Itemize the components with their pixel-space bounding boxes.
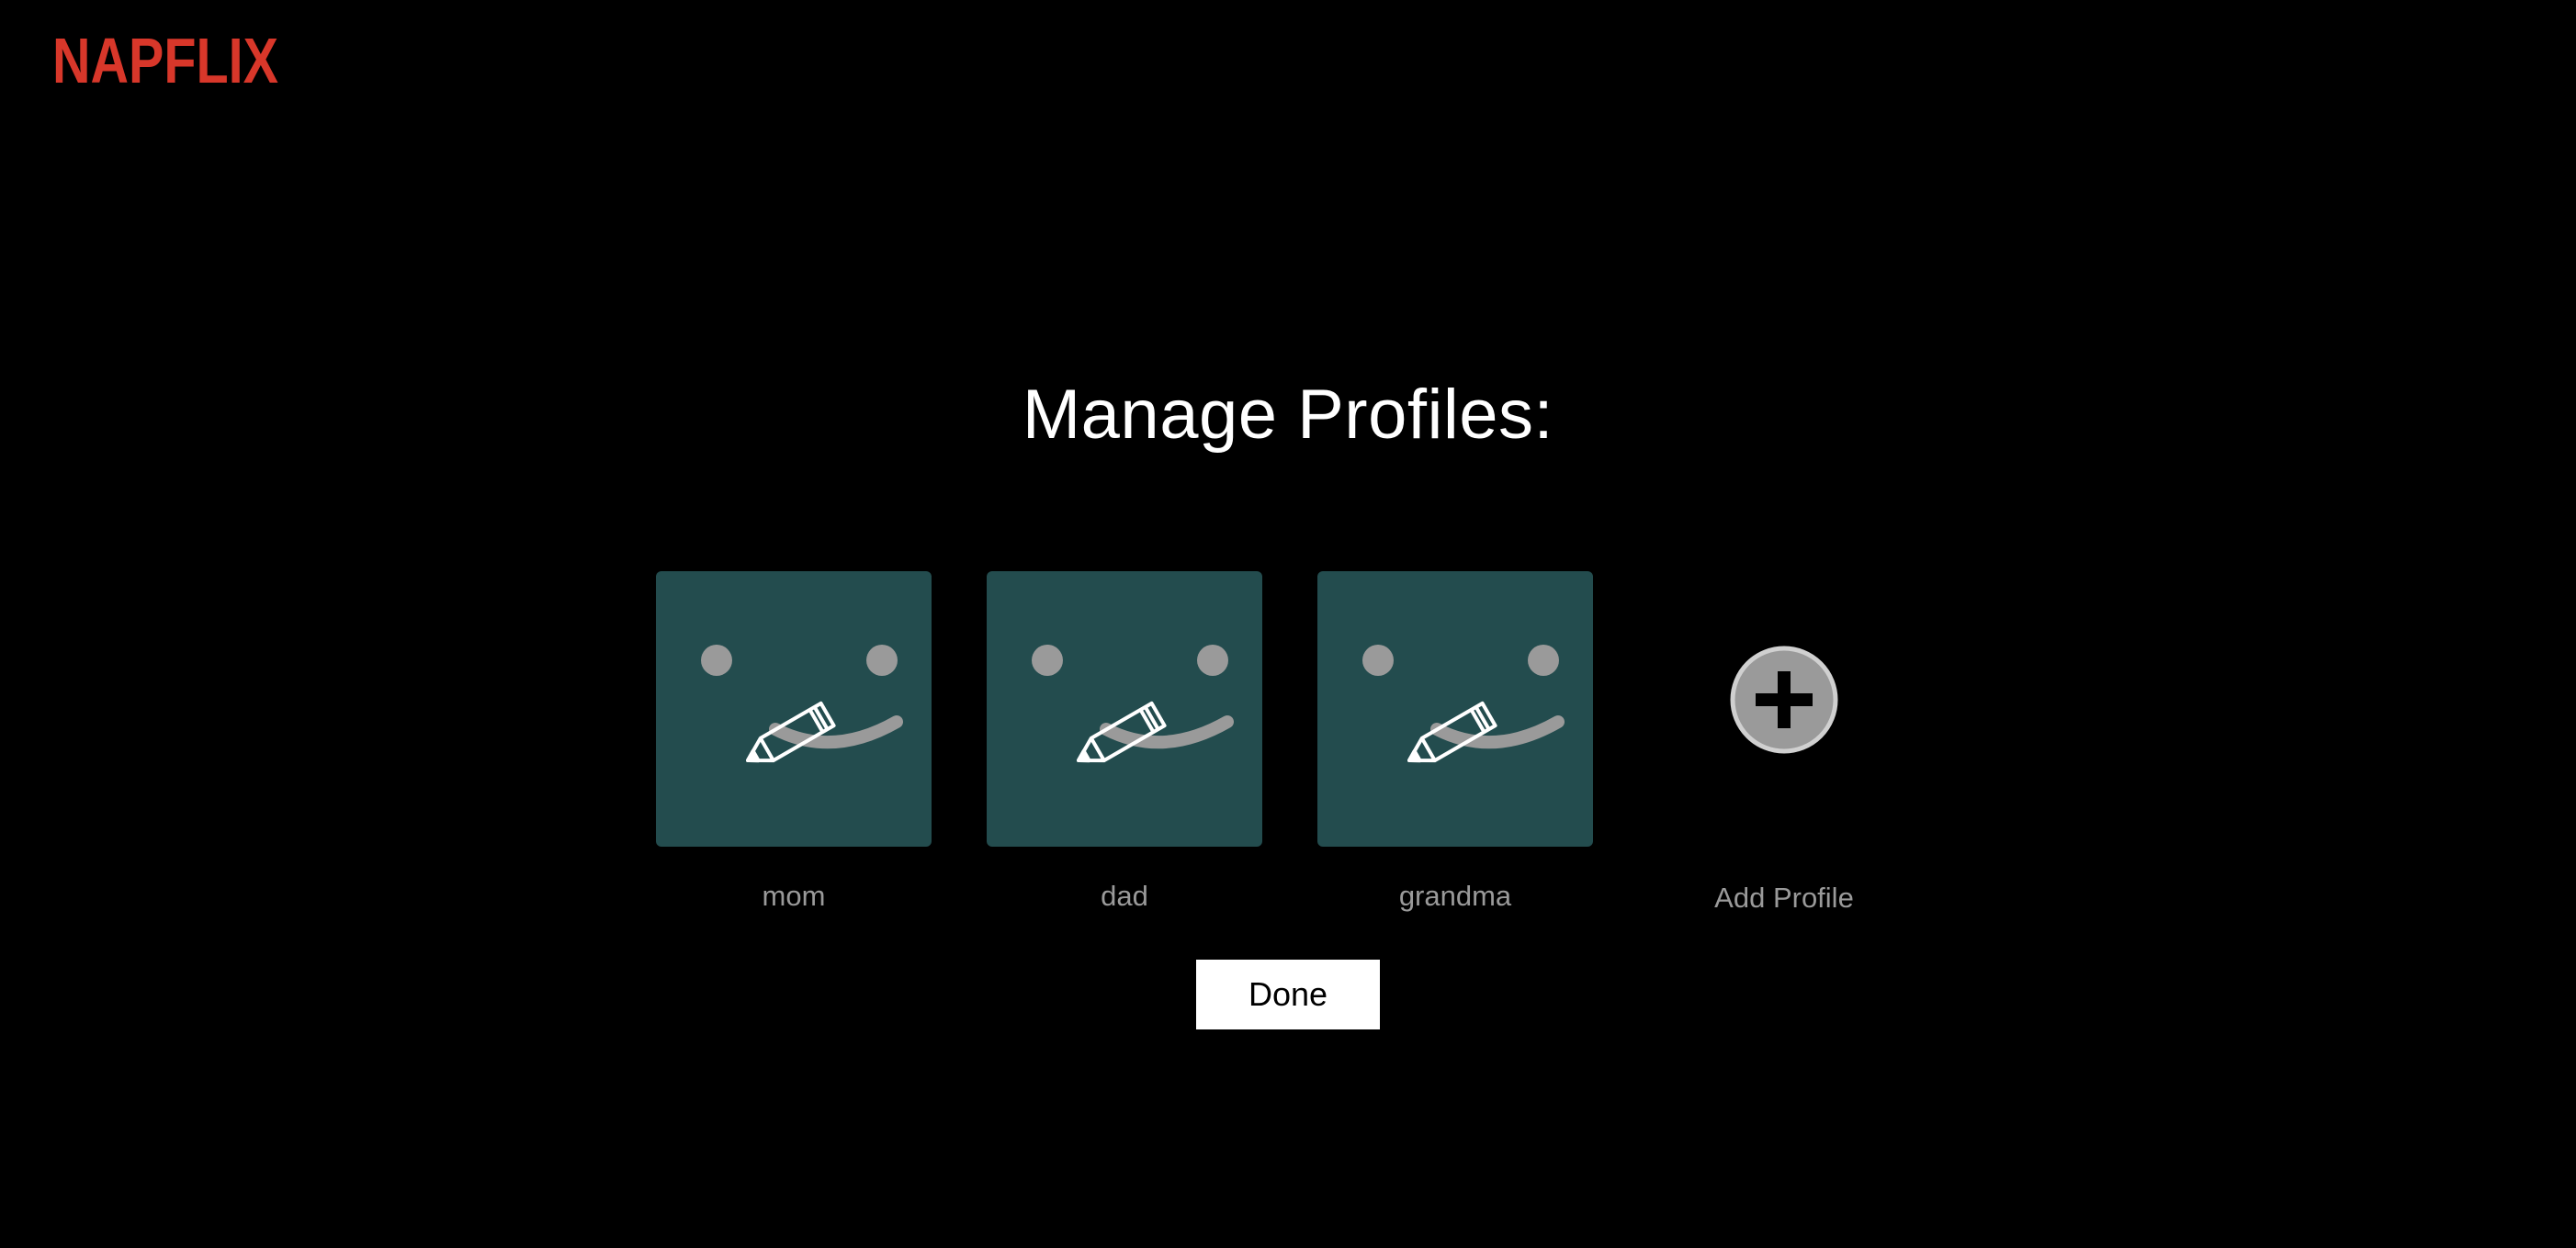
- profile-card-mom[interactable]: mom: [656, 571, 932, 915]
- logo-text: NAPFLIX: [52, 25, 278, 96]
- smiley-face-icon: [701, 645, 903, 763]
- smiley-face-icon: [1032, 645, 1234, 763]
- add-profile-button[interactable]: Add Profile: [1646, 571, 1922, 916]
- avatar[interactable]: [1317, 571, 1593, 847]
- profile-card-dad[interactable]: dad: [987, 571, 1262, 915]
- done-button[interactable]: Done: [1196, 960, 1380, 1029]
- profile-card-grandma[interactable]: grandma: [1317, 571, 1593, 915]
- pencil-icon: [746, 701, 836, 763]
- add-profile-icon-wrap[interactable]: [1646, 571, 1922, 847]
- napflix-logo[interactable]: NAPFLIX: [48, 22, 283, 99]
- profile-name: mom: [762, 880, 826, 912]
- pencil-icon: [1407, 701, 1497, 763]
- logo-wordmark: NAPFLIX: [52, 25, 278, 96]
- plus-circle-icon[interactable]: [1730, 646, 1838, 754]
- smiley-face-icon: [1362, 645, 1565, 763]
- pencil-icon: [1077, 701, 1167, 763]
- avatar[interactable]: [987, 571, 1262, 847]
- avatar[interactable]: [656, 571, 932, 847]
- profile-name: dad: [1101, 880, 1148, 912]
- profile-name: grandma: [1398, 880, 1512, 912]
- page-title: Manage Profiles:: [1022, 376, 1554, 454]
- add-profile-label: Add Profile: [1714, 882, 1854, 914]
